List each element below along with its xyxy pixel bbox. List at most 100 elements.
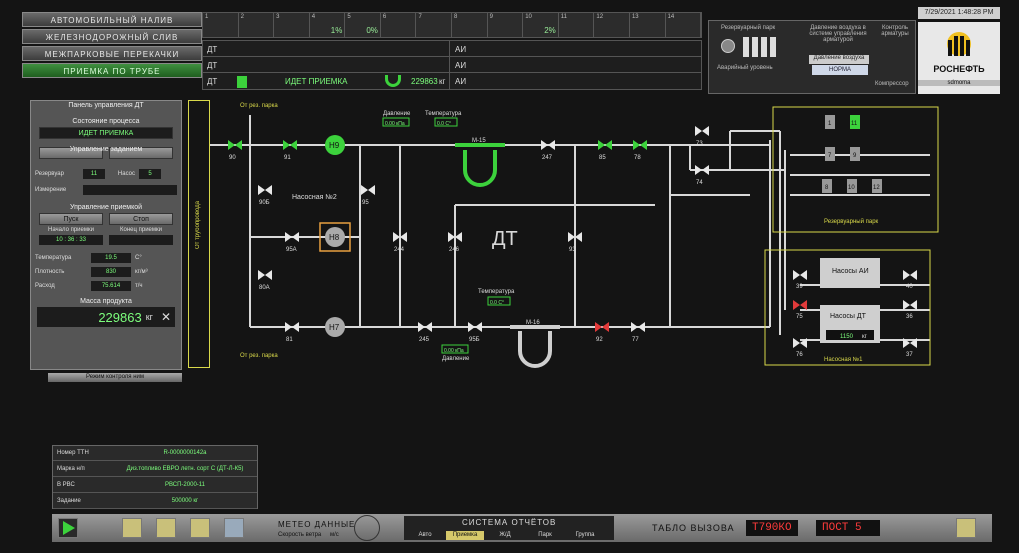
valve-label: 80А: [259, 285, 270, 291]
tank-icon[interactable]: [850, 115, 860, 129]
valve-95А[interactable]: 95А: [285, 232, 299, 253]
report-tab-group[interactable]: Группа: [566, 531, 604, 540]
tools-icon[interactable]: ✕: [160, 310, 171, 324]
row-product-right: АИ: [455, 45, 467, 54]
rail-cell[interactable]: 6: [381, 13, 417, 37]
dt-control-panel: Панель управления ДТ Состояние процесса …: [30, 100, 182, 370]
meter-m16-label: М-16: [526, 320, 540, 326]
tank-icon[interactable]: [872, 179, 882, 193]
rail-cell[interactable]: 11: [559, 13, 595, 37]
temperature-label-2: Температура: [478, 289, 515, 295]
valve-244[interactable]: 244: [393, 232, 407, 253]
menu-rail-draining[interactable]: ЖЕЛЕЗНОДОРОЖНЫЙ СЛИВ: [22, 29, 202, 44]
valve-36[interactable]: 36: [903, 300, 917, 320]
valve-246[interactable]: 246: [448, 232, 462, 253]
task-btn-left[interactable]: [39, 147, 103, 159]
valve-39[interactable]: 39: [793, 270, 807, 290]
report-tab-rail[interactable]: Ж/Д: [486, 531, 524, 540]
valve-93[interactable]: 93: [568, 232, 582, 253]
report-tab-auto[interactable]: Авто: [406, 531, 444, 540]
menu-auto-filling[interactable]: АВТОМОБИЛЬНЫЙ НАЛИВ: [22, 12, 202, 27]
tank-icon[interactable]: [822, 179, 832, 193]
pumps-ai-box[interactable]: [820, 258, 880, 288]
pump-label: Н9: [329, 141, 340, 150]
valve-90Б[interactable]: 90Б: [258, 185, 272, 206]
rail-cell-percent: 2%: [544, 26, 556, 35]
rail-cell[interactable]: 9: [488, 13, 524, 37]
valve-81[interactable]: 81: [285, 322, 299, 343]
meter-m16[interactable]: [510, 325, 560, 368]
refresh-icon[interactable]: [190, 518, 210, 538]
valve-247[interactable]: 247: [541, 140, 555, 161]
settings-icon[interactable]: [956, 518, 976, 538]
tank-icon[interactable]: [850, 147, 860, 161]
rail-cell[interactable]: 3: [274, 13, 310, 37]
emergency-lamp-icon: [721, 39, 735, 53]
screen-icon[interactable]: [224, 518, 244, 538]
receive-title: Управление приемкой: [69, 204, 143, 211]
pump-h8[interactable]: Н8: [319, 222, 351, 252]
valve-74[interactable]: 74: [695, 165, 709, 186]
valve-85[interactable]: 85: [598, 140, 612, 161]
valve-95[interactable]: 95: [361, 185, 375, 206]
document-icon[interactable]: [122, 518, 142, 538]
valve-37[interactable]: 37: [903, 338, 917, 358]
control-mode-button[interactable]: Режим контроля ним: [48, 373, 182, 382]
menu-pipe-receiving[interactable]: ПРИЕМКА ПО ТРУБЕ: [22, 63, 202, 78]
rail-cell[interactable]: 7: [416, 13, 453, 37]
report-tab-park[interactable]: Парк: [526, 531, 564, 540]
rail-cell[interactable]: 12: [594, 13, 630, 37]
valve-92[interactable]: 92: [595, 322, 609, 343]
menu-interpark-transfer[interactable]: МЕЖПАРКОВЫЕ ПЕРЕКАЧКИ: [22, 46, 202, 61]
pump-h7[interactable]: Н7: [325, 317, 345, 337]
rail-cell[interactable]: 13: [630, 13, 666, 37]
start-button[interactable]: Пуск: [39, 213, 103, 225]
valve-label: 93: [569, 247, 576, 253]
valve-95Б[interactable]: 95Б: [468, 322, 482, 343]
tank-icon[interactable]: [825, 115, 835, 129]
rail-cell[interactable]: 2: [239, 13, 275, 37]
valve-245[interactable]: 245: [418, 322, 432, 343]
valve-91[interactable]: 91: [283, 140, 297, 161]
tank-icons: [822, 115, 882, 193]
measure-value: [83, 185, 177, 195]
pressure-label: Давление: [383, 111, 411, 117]
valve-label: 73: [696, 141, 703, 147]
tank-icon[interactable]: [825, 147, 835, 161]
rail-cell[interactable]: 14: [666, 13, 702, 37]
wind-label: Скорость ветра: [278, 532, 322, 538]
meter-m15[interactable]: [455, 143, 505, 187]
stop-button[interactable]: Стоп: [109, 213, 173, 225]
rail-cell-number: 11: [560, 14, 568, 20]
valve-78[interactable]: 78: [633, 140, 647, 161]
flow-label: Расход: [35, 283, 55, 289]
tanks-icon: [743, 37, 779, 57]
pressure-label[interactable]: Давление воздуха: [809, 55, 869, 64]
pump-value: 5: [139, 169, 161, 179]
rail-cell-number: 5: [347, 14, 351, 20]
rail-cell[interactable]: 8: [452, 13, 488, 37]
valve-label: 77: [632, 337, 639, 343]
valve-90[interactable]: 90: [228, 140, 242, 161]
valve-label: 90: [229, 155, 236, 161]
play-icon[interactable]: [58, 518, 78, 538]
valve-40[interactable]: 40: [903, 270, 917, 290]
valve-76[interactable]: 76: [793, 338, 807, 358]
valve-75[interactable]: 75: [793, 300, 807, 320]
valve-80А[interactable]: 80А: [258, 270, 272, 291]
task-btn-right[interactable]: [109, 147, 173, 159]
report-tab-receiving[interactable]: Приемка: [446, 531, 484, 540]
tank-number: 7: [828, 153, 832, 159]
rail-cell[interactable]: 10 2%: [523, 13, 559, 37]
pump-h9[interactable]: Н9: [325, 135, 345, 155]
report-icon[interactable]: [156, 518, 176, 538]
reports-label: СИСТЕМА ОТЧЁТОВ: [462, 518, 557, 527]
rail-cell[interactable]: 1: [203, 13, 239, 37]
rail-cell-number: 10: [525, 14, 532, 20]
valve-77[interactable]: 77: [631, 322, 645, 343]
density-unit: кг/м³: [135, 269, 148, 275]
valve-73[interactable]: 73: [695, 126, 709, 147]
tank-icon[interactable]: [847, 179, 857, 193]
